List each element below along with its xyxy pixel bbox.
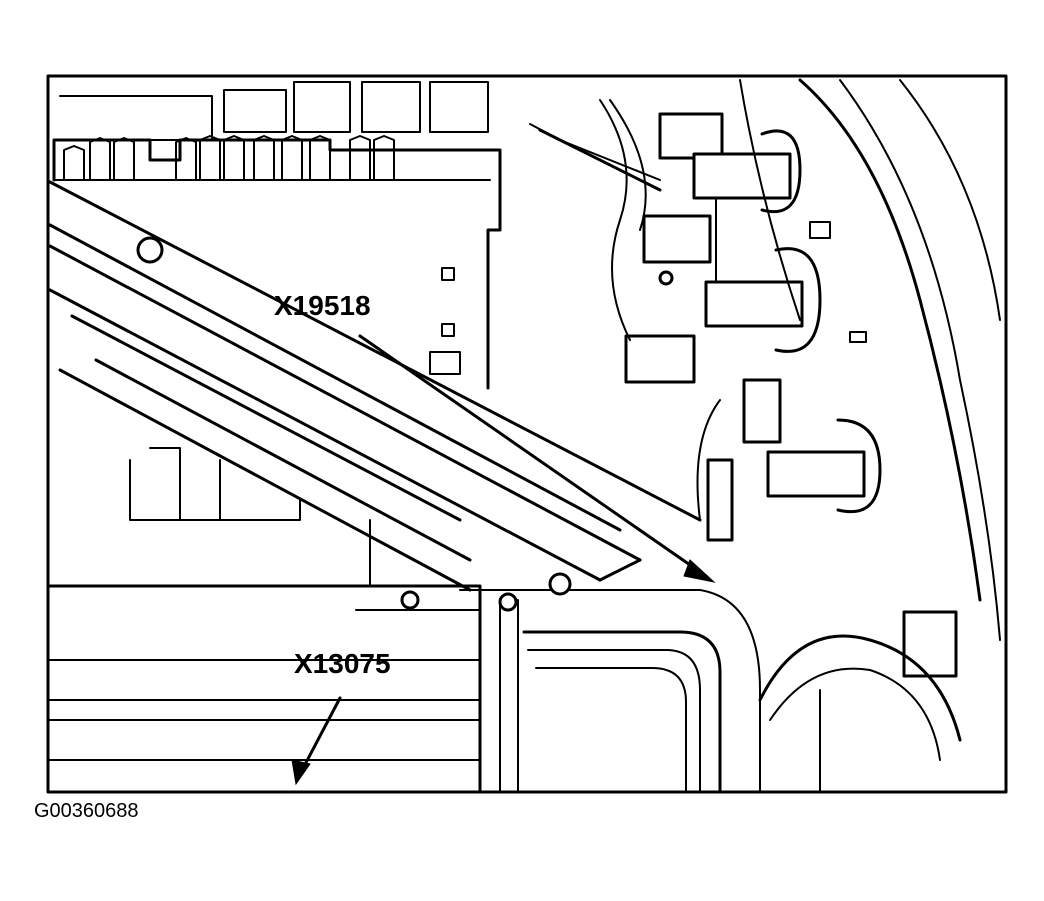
diagram-border [46,74,1008,794]
callout-label-x13075: X13075 [294,648,391,679]
callout-arrow-x19518 [358,334,716,583]
relay-cluster-right [624,112,958,678]
lower-module [48,447,482,794]
callout-label-x19518: X19518 [274,290,371,321]
figure-id: G00360688 [34,800,139,822]
callout-arrow-x13075 [291,696,342,786]
relay-block-top [59,81,489,141]
bracket-frame [400,572,821,794]
main-harness [48,180,702,592]
fuse-box [52,135,502,390]
curved-wiring [529,78,1001,761]
